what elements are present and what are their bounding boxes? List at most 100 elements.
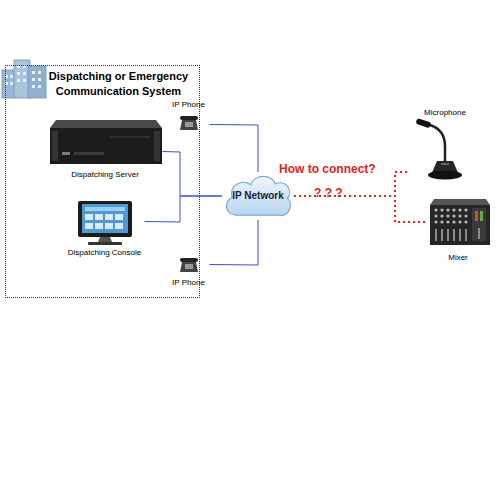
monitor-neck (98, 237, 112, 242)
window (23, 72, 26, 75)
monitor-screen (82, 204, 128, 233)
level-meter (475, 211, 478, 221)
knob (464, 214, 467, 217)
phone-image (180, 258, 198, 272)
mic-gooseneck (430, 125, 445, 162)
mic-button (441, 163, 449, 165)
mixer-master (472, 208, 486, 241)
cloud-shape (227, 176, 291, 215)
screen-button (115, 223, 123, 229)
fader (447, 229, 449, 241)
screen-button (115, 214, 123, 220)
knob (452, 214, 455, 217)
knob (440, 214, 443, 217)
connector-line (294, 196, 426, 222)
screen-button (95, 223, 103, 229)
server-ear (52, 131, 58, 161)
node-label: Mixer (448, 253, 468, 262)
window (17, 72, 20, 75)
mixer-top (430, 199, 490, 205)
phone-node: IP Phone (168, 256, 210, 288)
window (10, 75, 13, 78)
server-node: Dispatching Server (48, 118, 163, 180)
window (38, 85, 41, 88)
knob (452, 208, 455, 211)
window (32, 71, 35, 74)
screen-buttons (85, 214, 123, 229)
node-label: IP Phone (172, 278, 205, 287)
knob (446, 208, 449, 211)
fader (478, 228, 480, 239)
monitor-frame (78, 201, 132, 237)
knob (452, 220, 455, 223)
server-ear (154, 131, 160, 161)
phone-handset (180, 258, 198, 262)
knob (440, 220, 443, 223)
node-label: Dispatching Console (68, 248, 141, 257)
knob (458, 208, 461, 211)
node-label: Dispatching Server (71, 170, 139, 179)
window (10, 82, 13, 85)
server-slot (110, 136, 150, 138)
level-meter (480, 211, 483, 221)
window (38, 71, 41, 74)
mic-foot (428, 171, 462, 180)
fader (441, 229, 443, 241)
window (32, 85, 35, 88)
monitor-base (88, 242, 122, 245)
mixer-faders (435, 229, 467, 241)
phone-keypad (185, 264, 193, 269)
phone-handset (180, 116, 198, 120)
phone-node: IP Phone (168, 100, 210, 132)
knob (458, 220, 461, 223)
screen-button (105, 214, 113, 220)
microphone-image (415, 118, 462, 180)
connector-line (163, 152, 223, 197)
server-front (50, 128, 162, 164)
system-title: Dispatching or Emergency Communication S… (41, 69, 196, 99)
knob (464, 208, 467, 211)
network-cloud: IP Network (222, 172, 294, 220)
screen-bar (85, 207, 125, 211)
fader (435, 229, 437, 241)
node-label: Microphone (424, 108, 466, 117)
callout-text: How to connect? (279, 163, 376, 177)
window (23, 79, 26, 82)
server-led (62, 152, 70, 155)
building-block (28, 66, 46, 98)
mixer-node: Mixer (426, 196, 490, 262)
knob (464, 220, 467, 223)
fader (453, 229, 455, 241)
knob (434, 220, 437, 223)
phone-keypad (185, 122, 193, 127)
server-top (50, 120, 162, 128)
console-image (78, 201, 132, 245)
mixer-knobs (434, 208, 467, 223)
phone-image (180, 116, 198, 130)
system-boundary: Dispatching or Emergency Communication S… (5, 65, 200, 298)
screen-button (95, 214, 103, 220)
server-image (50, 120, 162, 164)
server-slot (74, 152, 104, 155)
fader (465, 229, 467, 241)
knob (440, 208, 443, 211)
knob (434, 214, 437, 217)
mic-head (415, 118, 431, 128)
mixer-body (430, 205, 490, 245)
phone-body (180, 262, 198, 272)
node-label: IP Phone (172, 100, 205, 109)
console-node: Dispatching Console (65, 198, 145, 258)
mixer-image (430, 199, 490, 245)
window (32, 78, 35, 81)
screen-button (85, 223, 93, 229)
node-label: IP Network (232, 190, 284, 202)
connector-line (210, 220, 259, 265)
microphone-node: Microphone (410, 108, 480, 180)
connector-line (210, 125, 259, 173)
knob (446, 214, 449, 217)
knob (458, 214, 461, 217)
phone-body (180, 120, 198, 130)
callout-text: ? ? ? (314, 187, 343, 201)
window (38, 78, 41, 81)
